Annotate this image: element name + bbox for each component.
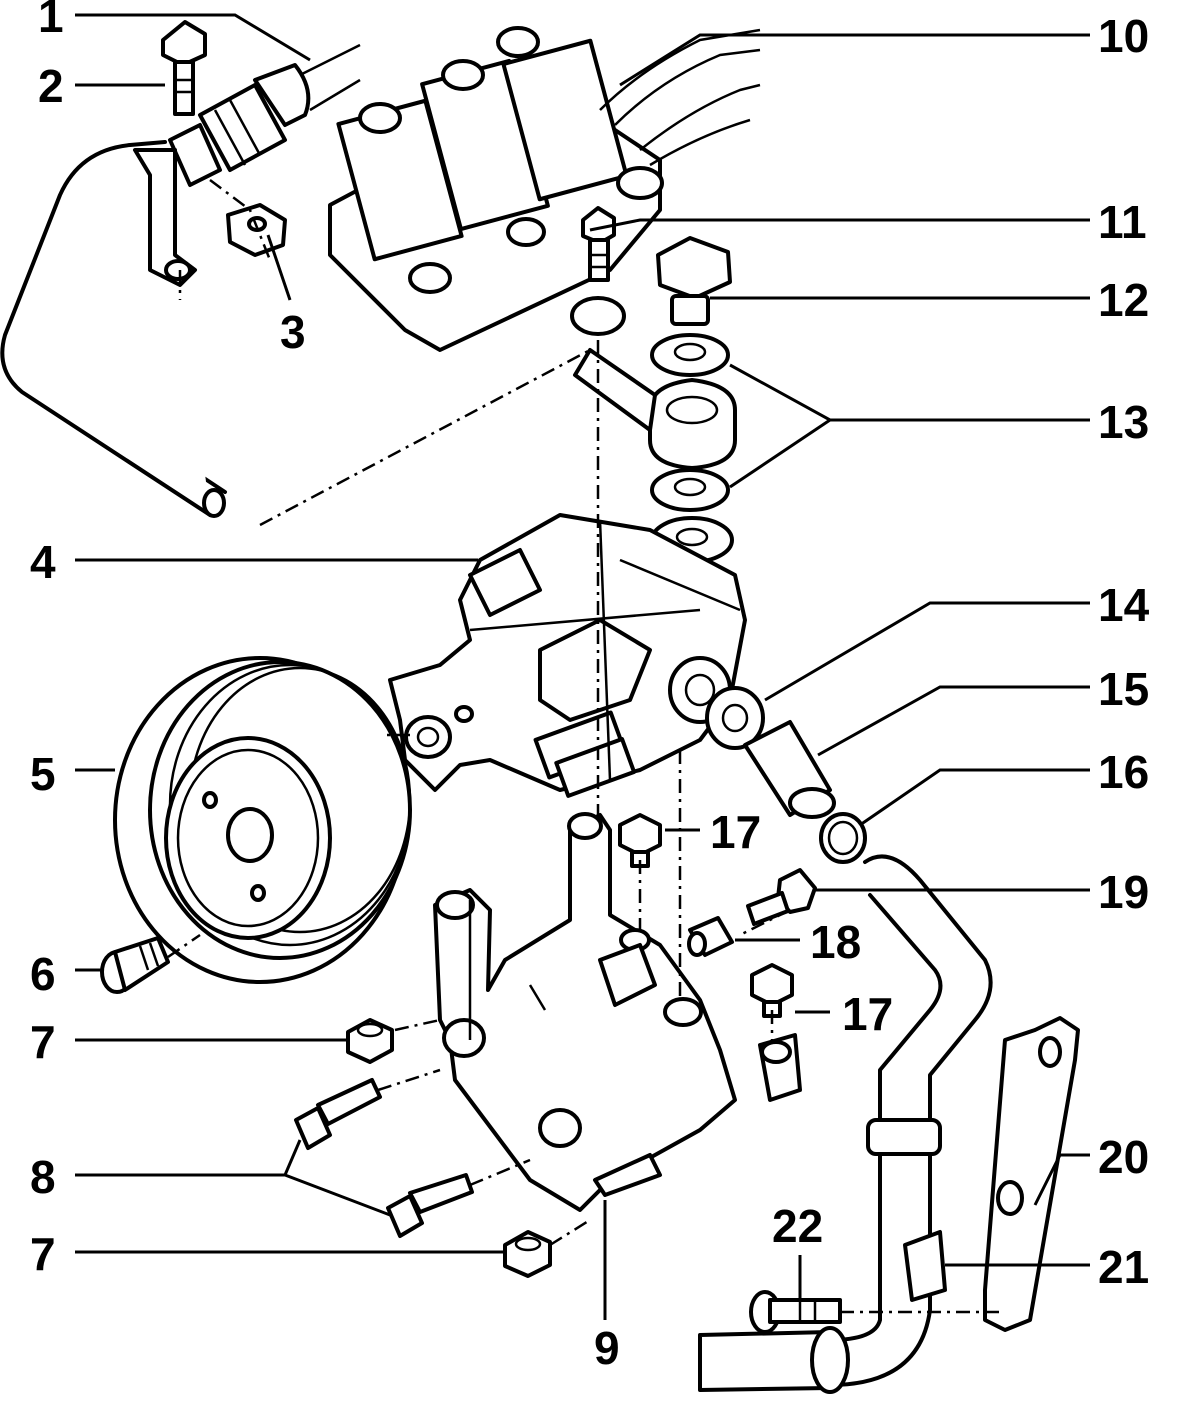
bolt-part-17-lower — [750, 963, 794, 1018]
callout-8: 8 — [30, 1151, 56, 1203]
seal-ring-part-14 — [705, 686, 765, 750]
callout-4: 4 — [30, 536, 56, 588]
bolt-part-6 — [100, 936, 170, 994]
callout-9: 9 — [594, 1322, 620, 1374]
nut-part-7-lower — [503, 1230, 552, 1278]
assembly-centerlines — [167, 179, 1000, 1314]
pulley-part-5 — [113, 656, 412, 984]
banjo-fitting-part-13 — [573, 333, 737, 564]
callout-15: 15 — [1098, 663, 1149, 715]
callout-7-lower: 7 — [30, 1228, 56, 1280]
pump-part-4 — [388, 513, 747, 798]
banjo-bolt-part-12 — [656, 236, 732, 326]
callout-11: 11 — [1098, 196, 1147, 248]
hose-bracket-part-20 — [983, 1016, 1080, 1332]
callout-5: 5 — [30, 748, 56, 800]
callout-6: 6 — [30, 948, 56, 1000]
bolt-part-19 — [746, 868, 817, 926]
callout-3: 3 — [280, 306, 306, 358]
callout-2: 2 — [38, 60, 64, 112]
callout-12: 12 — [1098, 274, 1149, 326]
callout-labels: 1 2 3 4 5 6 7 8 7 9 10 11 12 13 14 15 16… — [30, 0, 1150, 1374]
bracket-part-9 — [433, 812, 802, 1212]
union-fitting-part-15 — [743, 720, 836, 819]
callout-17-upper: 17 — [710, 806, 761, 858]
hose-clamp-part-16 — [819, 812, 867, 864]
clip-plate-part-21 — [903, 1230, 947, 1302]
callout-10: 10 — [1098, 10, 1149, 62]
pipe-bracket — [133, 148, 197, 287]
nut-part-7-upper — [346, 1018, 394, 1064]
callout-14: 14 — [1098, 579, 1150, 631]
callout-1: 1 — [38, 0, 64, 42]
callout-16: 16 — [1098, 746, 1149, 798]
callout-19: 19 — [1098, 866, 1149, 918]
callout-13: 13 — [1098, 396, 1149, 448]
callout-7-upper: 7 — [30, 1016, 56, 1068]
stud-part-8 — [294, 1078, 474, 1238]
reservoir-part-10 — [328, 26, 761, 352]
callout-22: 22 — [772, 1200, 823, 1252]
bolt-part-11 — [581, 206, 616, 282]
sleeve-part-18 — [687, 916, 734, 957]
callout-20: 20 — [1098, 1131, 1149, 1183]
callout-18: 18 — [810, 916, 861, 968]
bolt-part-22 — [749, 1290, 842, 1334]
suction-hose — [698, 854, 993, 1394]
bolt-part-17-upper — [618, 813, 662, 868]
bolt-part-2 — [161, 20, 207, 116]
clip-part-3 — [226, 203, 287, 257]
callout-21: 21 — [1098, 1241, 1149, 1293]
leader-lines — [75, 13, 1090, 1320]
callout-17-lower: 17 — [842, 988, 893, 1040]
